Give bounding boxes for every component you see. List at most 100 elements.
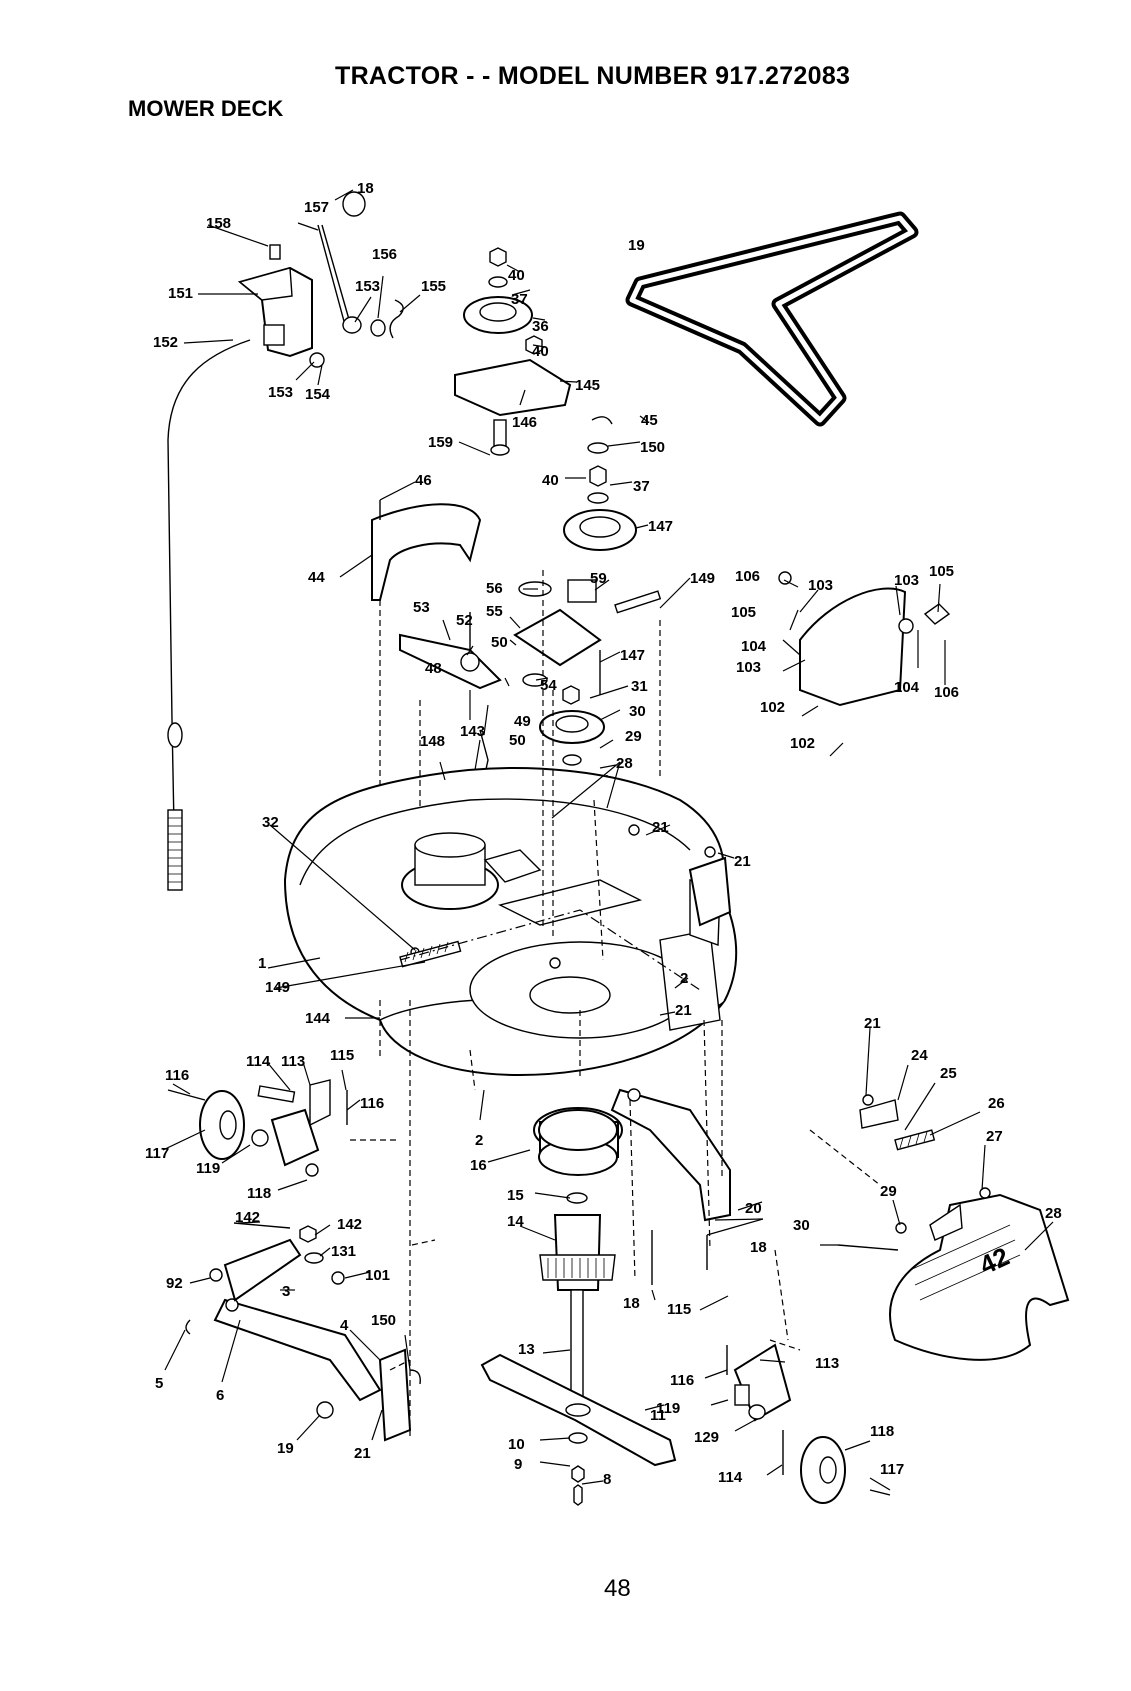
callout-26: 27 (986, 1128, 1003, 1145)
callout-113-right: 114 (718, 1469, 743, 1486)
callout-21-c: 21 (675, 1002, 692, 1019)
callout-40-mid: 40 (532, 343, 549, 360)
spindle-assembly (533, 1107, 623, 1401)
callout-44: 44 (308, 569, 325, 586)
callout-40-low: 40 (542, 472, 559, 489)
callout-145: 147 (648, 518, 673, 535)
callout-116-right: 117 (880, 1461, 904, 1478)
callout-117-right: 118 (870, 1423, 894, 1440)
callout-114-right: 115 (667, 1301, 691, 1318)
callout-45: 45 (641, 412, 658, 429)
mower-blade (480, 1353, 677, 1506)
callout-21-d: 21 (864, 1015, 881, 1032)
callout-2-right: 2 (680, 970, 688, 987)
callout-23: 24 (911, 1047, 928, 1064)
page-number: 48 (604, 1575, 631, 1602)
callout-115-right: 116 (670, 1372, 694, 1389)
callout-8: 8 (603, 1471, 611, 1488)
callout-37-low: 37 (633, 478, 650, 495)
callout-59: 59 (590, 570, 607, 587)
callout-5: 5 (155, 1375, 163, 1392)
callout-114-left: 115 (330, 1047, 354, 1064)
callout-11: 11 (650, 1407, 666, 1424)
callout-158: 158 (206, 215, 231, 232)
callout-102-top: 103 (808, 577, 833, 594)
callout-9: 9 (514, 1456, 522, 1473)
callout-92-left: 92 (166, 1275, 183, 1292)
callout-151: 151 (168, 285, 193, 302)
leader-lines (162, 189, 1054, 1491)
callout-6: 6 (216, 1387, 224, 1404)
callout-119-right: 129 (694, 1429, 719, 1446)
callout-105-left: 105 (731, 604, 756, 621)
callout-106-right: 106 (934, 684, 959, 701)
callout-116-left: 116 (165, 1067, 189, 1084)
mower-deck-housing (283, 767, 738, 1077)
callout-103-right: 103 (894, 572, 919, 589)
callout-53: 53 (413, 599, 430, 616)
callout-143: 145 (575, 377, 600, 394)
callout-142-top: 143 (460, 723, 485, 740)
callout-25: 26 (988, 1095, 1005, 1112)
callout-28: 29 (880, 1183, 897, 1200)
callout-153-lower: 153 (268, 384, 293, 401)
callout-148: 149 (690, 570, 715, 587)
callout-67: 18 (357, 180, 374, 197)
callout-106-top: 106 (735, 568, 760, 585)
callout-146: 147 (620, 647, 645, 664)
callout-152: 152 (153, 334, 178, 351)
belt-guard (371, 500, 482, 601)
callout-153: 153 (355, 278, 380, 295)
part-callouts: 18 157 158 156 153 155 151 152 153 154 4… (145, 180, 1062, 1488)
callout-154: 154 (305, 386, 331, 403)
callout-32: 30 (629, 703, 646, 720)
lift-bracket (237, 191, 404, 368)
callout-49: 49 (514, 713, 531, 730)
callout-1: 1 (258, 955, 266, 972)
callout-68: 19 (628, 237, 645, 254)
callout-56: 56 (486, 580, 503, 597)
callout-157: 157 (304, 199, 329, 216)
discharge-chute (837, 1094, 1070, 1361)
callout-92-right: 101 (365, 1267, 390, 1284)
callout-147-bottom: 149 (265, 979, 290, 996)
lift-linkage (185, 1222, 421, 1442)
callout-40-top: 40 (508, 267, 525, 284)
callout-104-right: 104 (894, 679, 920, 696)
control-cable (167, 339, 251, 891)
callout-150: 150 (640, 439, 665, 456)
right-gauge-wheel-assembly (726, 1343, 891, 1504)
callout-118-right: 119 (656, 1400, 680, 1417)
callout-27: 28 (1045, 1205, 1062, 1222)
callout-19: 19 (277, 1440, 294, 1457)
callout-20: 20 (745, 1200, 762, 1217)
callout-16: 16 (470, 1157, 487, 1174)
callout-15: 15 (507, 1187, 524, 1204)
callout-103-left: 103 (736, 659, 761, 676)
idler-pulley-assembly (454, 247, 572, 456)
callout-13: 13 (518, 1341, 535, 1358)
callout-51: 50 (491, 634, 508, 651)
callout-2-center: 2 (475, 1132, 483, 1149)
callout-46: 46 (415, 472, 432, 489)
center-bracket-assembly (399, 579, 662, 815)
callout-156: 156 (372, 246, 397, 263)
callout-111: 113 (281, 1053, 305, 1070)
callout-14: 14 (507, 1213, 524, 1230)
callout-105-right: 105 (929, 563, 954, 580)
callout-24: 25 (940, 1065, 957, 1082)
callout-3: 3 (282, 1283, 290, 1300)
callout-149: 150 (371, 1312, 396, 1329)
right-belt-guard (778, 571, 951, 707)
callout-29: 30 (793, 1217, 810, 1234)
callout-37-top: 37 (511, 291, 528, 308)
callout-34: 32 (262, 814, 279, 831)
left-gauge-wheel-assembly (167, 1079, 348, 1177)
callout-30: 28 (616, 755, 633, 772)
callout-21-b: 21 (734, 853, 751, 870)
callout-112: 113 (815, 1355, 839, 1372)
page-title: TRACTOR - - MODEL NUMBER 917.272083 (335, 62, 851, 90)
callout-4: 4 (340, 1317, 349, 1334)
callout-55: 55 (486, 603, 503, 620)
